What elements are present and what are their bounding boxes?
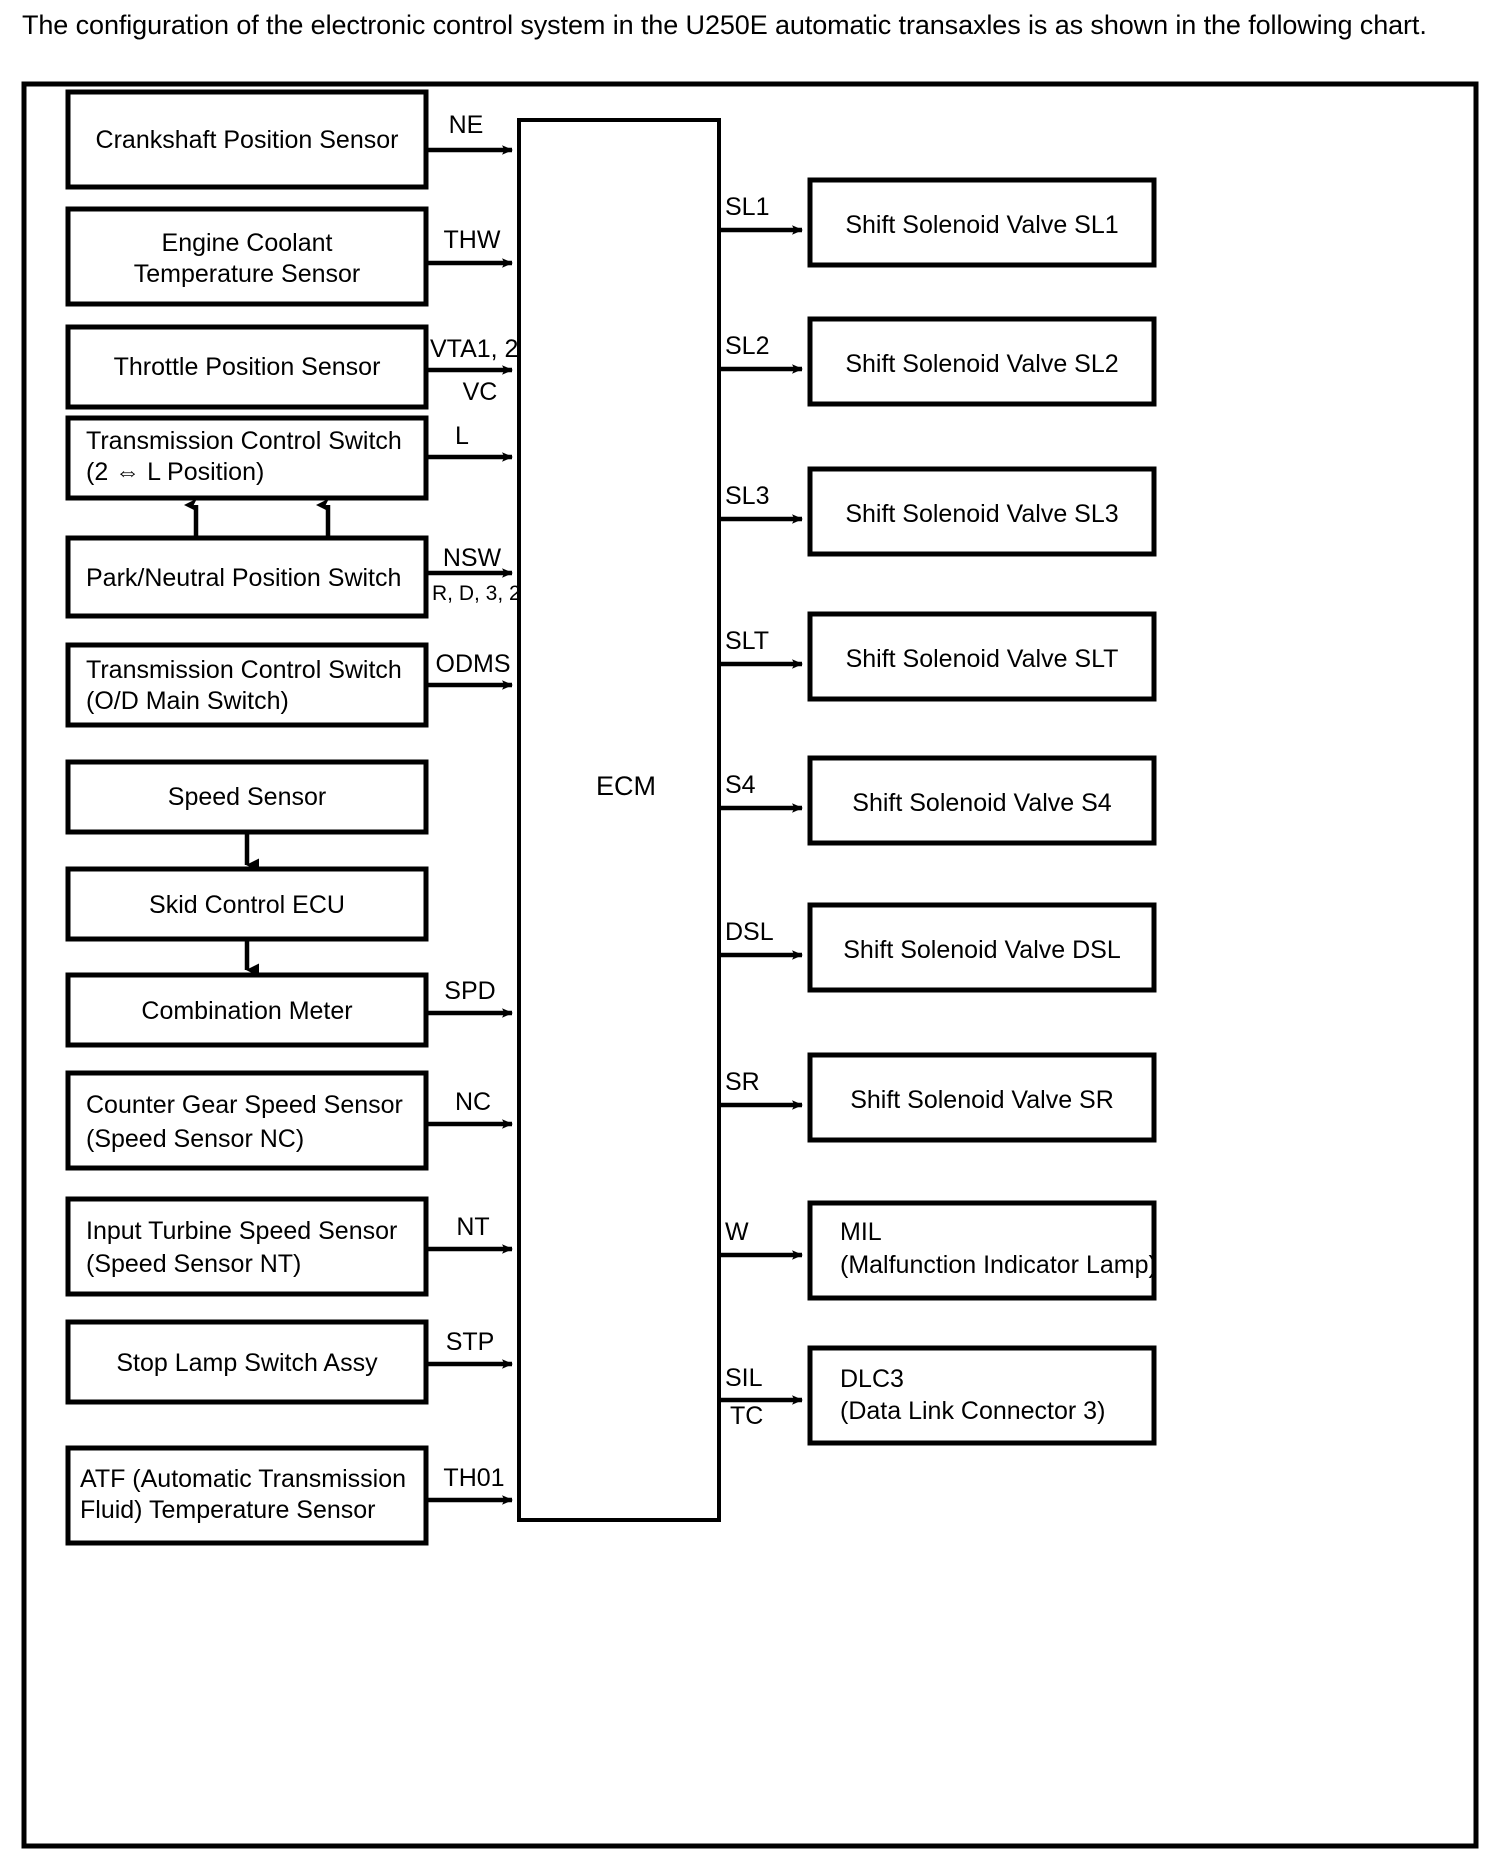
box-throttle-position-sensor[interactable]	[65, 324, 429, 410]
signal-l: L	[455, 422, 469, 450]
signal-odms: ODMS	[436, 650, 511, 678]
label-atf-line1: ATF (Automatic Transmission	[80, 1465, 406, 1493]
label-shift-solenoid-valve-slt: Shift Solenoid Valve SLT	[846, 645, 1119, 673]
signal-s4: S4	[725, 771, 756, 799]
label-mil-line1: MIL	[840, 1218, 882, 1246]
signal-sil: SIL	[725, 1364, 763, 1392]
label-shift-solenoid-valve-sl1: Shift Solenoid Valve SL1	[845, 211, 1118, 239]
box-combination-meter[interactable]	[65, 972, 429, 1048]
label-tcs-od-line2: (O/D Main Switch)	[86, 687, 289, 715]
signal-nt: NT	[456, 1213, 489, 1241]
box-engine-coolant-temperature-sensor[interactable]	[65, 206, 429, 307]
label-tcs-l-line1: Transmission Control Switch	[86, 427, 402, 455]
box-transmission-control-switch-l[interactable]	[65, 415, 429, 501]
signal-slt: SLT	[725, 627, 769, 655]
intro-paragraph: The configuration of the electronic cont…	[22, 10, 1427, 40]
signal-sr: SR	[725, 1068, 760, 1096]
box-speed-sensor[interactable]	[65, 759, 429, 835]
signal-nc: NC	[455, 1088, 491, 1116]
label-shift-solenoid-valve-dsl: Shift Solenoid Valve DSL	[843, 936, 1121, 964]
diagram-outer-frame	[21, 81, 1479, 1849]
label-shift-solenoid-valve-sl2: Shift Solenoid Valve SL2	[845, 350, 1118, 378]
label-counter-gear-line2: (Speed Sensor NC)	[86, 1125, 304, 1153]
label-dlc3-line1: DLC3	[840, 1365, 904, 1393]
box-shift-solenoid-valve-dsl[interactable]	[807, 902, 1157, 993]
signal-sl2: SL2	[725, 332, 769, 360]
box-dlc3[interactable]	[807, 1345, 1157, 1446]
label-combination-meter: Combination Meter	[141, 997, 352, 1025]
label-atf-line2: Fluid) Temperature Sensor	[80, 1496, 376, 1524]
box-shift-solenoid-valve-sl2[interactable]	[807, 316, 1157, 407]
label-input-turbine-line1: Input Turbine Speed Sensor	[86, 1217, 397, 1245]
box-shift-solenoid-valve-slt[interactable]	[807, 611, 1157, 702]
signal-rd32: R, D, 3, 2	[432, 582, 521, 605]
label-throttle-position-sensor: Throttle Position Sensor	[114, 353, 381, 381]
box-shift-solenoid-valve-sr[interactable]	[807, 1052, 1157, 1143]
label-dlc3-line2: (Data Link Connector 3)	[840, 1397, 1105, 1425]
label-skid-control-ecu: Skid Control ECU	[149, 891, 345, 919]
box-crankshaft-position-sensor[interactable]	[65, 89, 429, 190]
label-speed-sensor: Speed Sensor	[168, 783, 326, 811]
box-shift-solenoid-valve-sl3[interactable]	[807, 466, 1157, 557]
label-shift-solenoid-valve-sr: Shift Solenoid Valve SR	[850, 1086, 1114, 1114]
signal-ne: NE	[449, 111, 484, 139]
label-engine-coolant-line1: Engine Coolant	[162, 229, 333, 257]
label-mil-line2: (Malfunction Indicator Lamp)	[840, 1251, 1157, 1279]
box-stop-lamp-switch-assy[interactable]	[65, 1319, 429, 1405]
signal-w: W	[725, 1218, 749, 1246]
label-stop-lamp-switch-assy: Stop Lamp Switch Assy	[116, 1349, 378, 1377]
label-input-turbine-line2: (Speed Sensor NT)	[86, 1250, 301, 1278]
box-shift-solenoid-valve-s4[interactable]	[807, 755, 1157, 846]
label-park-neutral-position-switch: Park/Neutral Position Switch	[86, 564, 401, 592]
label-crankshaft-position-sensor: Crankshaft Position Sensor	[96, 126, 399, 154]
label-counter-gear-line1: Counter Gear Speed Sensor	[86, 1091, 403, 1119]
signal-tc: TC	[730, 1402, 763, 1430]
signal-thw: THW	[444, 226, 501, 254]
label-shift-solenoid-valve-s4: Shift Solenoid Valve S4	[852, 789, 1112, 817]
signal-sl3: SL3	[725, 482, 769, 510]
box-mil[interactable]	[807, 1200, 1157, 1301]
box-park-neutral-position-switch[interactable]	[65, 535, 429, 619]
signal-vta12: VTA1, 2	[430, 335, 518, 363]
label-tcs-od-line1: Transmission Control Switch	[86, 656, 402, 684]
ecm-box[interactable]	[517, 118, 721, 1522]
box-skid-control-ecu[interactable]	[65, 866, 429, 942]
ecm-label: ECM	[596, 771, 656, 801]
label-engine-coolant-line2: Temperature Sensor	[134, 260, 361, 288]
signal-th01: TH01	[443, 1464, 504, 1492]
box-atf-temperature-sensor[interactable]	[65, 1445, 429, 1546]
label-shift-solenoid-valve-sl3: Shift Solenoid Valve SL3	[845, 500, 1118, 528]
signal-sl1: SL1	[725, 193, 769, 221]
signal-nsw: NSW	[443, 544, 502, 572]
signal-dsl: DSL	[725, 918, 774, 946]
box-shift-solenoid-valve-sl1[interactable]	[807, 177, 1157, 268]
signal-stp: STP	[446, 1328, 495, 1356]
signal-vc: VC	[463, 378, 498, 406]
box-input-turbine-speed-sensor[interactable]	[65, 1196, 429, 1297]
box-counter-gear-speed-sensor[interactable]	[65, 1070, 429, 1171]
label-tcs-l-line2: (2 ⇔ L Position)	[86, 458, 264, 486]
signal-spd: SPD	[444, 977, 495, 1005]
